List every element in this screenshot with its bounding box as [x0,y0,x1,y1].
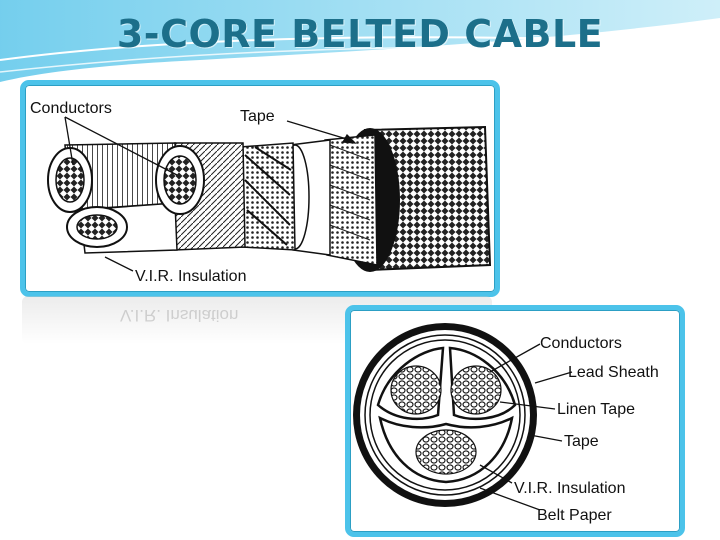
conductor-upper-left [390,365,442,415]
slide-title: 3-CORE BELTED CABLE [116,12,604,56]
label-vir-insulation: V.I.R. Insulation [514,480,625,497]
label-belt-paper: Belt Paper [537,507,612,524]
cable-cutaway-svg: Conductors Tape V.I.R. Insulation [30,100,492,285]
cable-cross-section-diagram: Conductors Lead Sheath Linen Tape Tape V… [345,305,685,537]
reflection-text: V.I.R. Insulation [120,306,239,325]
section-leader-lines [479,343,573,511]
header-wave [0,0,720,82]
label-tape: Tape [240,108,275,125]
label-conductors: Conductors [540,335,622,352]
label-conductors: Conductors [30,100,112,117]
conductor-bottom [415,429,477,475]
label-lead-sheath: Lead Sheath [568,364,659,381]
conductor-upper-right [450,365,502,415]
cable-cutaway-diagram: Conductors Tape V.I.R. Insulation [20,80,500,297]
belt-band [289,139,331,256]
cross-section-svg: Conductors Lead Sheath Linen Tape Tape V… [353,323,659,524]
label-linen-tape: Linen Tape [557,401,635,418]
label-tape: Tape [564,433,599,450]
label-vir-insulation: V.I.R. Insulation [135,268,246,285]
leader-lines [64,116,357,272]
